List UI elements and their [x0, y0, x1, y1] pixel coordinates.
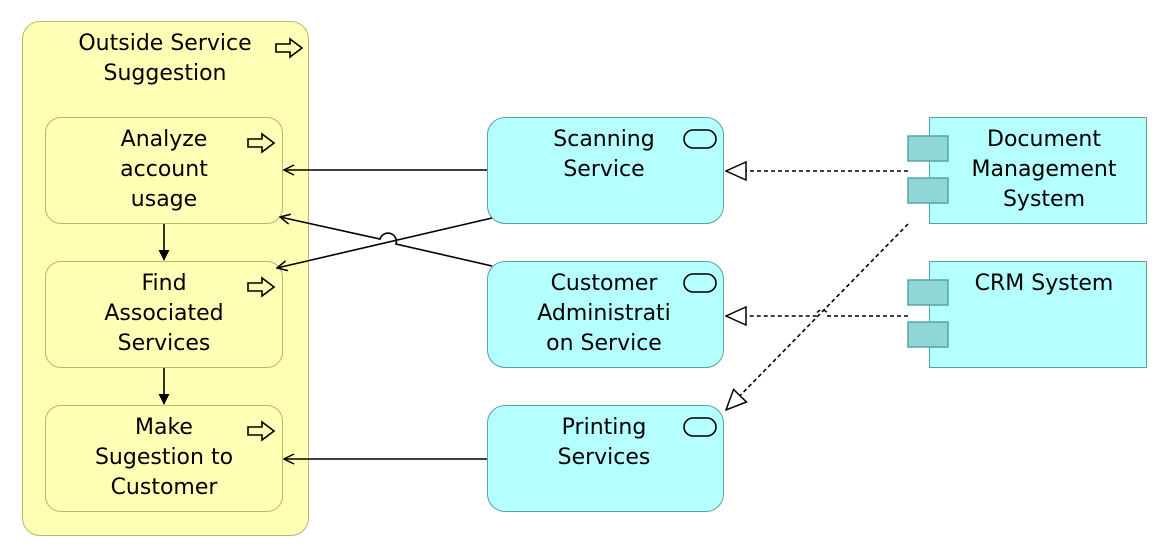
- process-icon-make: [247, 420, 276, 442]
- component-port-dms-top: [907, 135, 949, 162]
- component-crm-label-line-1: CRM System: [974, 271, 1114, 296]
- component-port-crm-top: [907, 279, 949, 306]
- process-analyze-label: Analyze account usage: [75, 125, 253, 215]
- realization-crm-to-customer-admin[interactable]: [726, 310, 908, 316]
- outer-process-label-line-2: Suggestion: [103, 61, 227, 86]
- process-find-label-line-2: Associated: [104, 301, 224, 326]
- process-icon-analyze: [247, 132, 276, 154]
- outer-process-label: Outside Service Suggestion: [60, 29, 270, 89]
- process-make-label-line-2: Sugestion to: [94, 445, 234, 470]
- service-icon-printing: [683, 417, 717, 437]
- service-icon-customer-admin: [683, 273, 717, 293]
- process-find-label-line-3: Services: [117, 331, 211, 356]
- service-customer-admin-label-line-2: Administrati: [537, 301, 671, 326]
- process-find-label: Find Associated Services: [75, 269, 253, 359]
- realization-dms-to-printing[interactable]: [726, 223, 909, 410]
- process-analyze-label-line-2: account: [120, 157, 208, 182]
- component-dms-label-line-3: System: [1002, 187, 1086, 212]
- process-analyze-account-usage[interactable]: [45, 117, 283, 224]
- process-icon-outer: [275, 37, 304, 59]
- process-make-label-line-3: Customer: [110, 475, 218, 500]
- process-analyze-label-line-3: usage: [130, 187, 198, 212]
- service-icon-scanning: [683, 129, 717, 149]
- serving-customer-admin-to-analyze[interactable]: [280, 217, 493, 267]
- service-scanning-label-line-1: Scanning: [553, 127, 655, 152]
- service-customer-admin-label-line-3: on Service: [546, 331, 662, 356]
- component-crm-system[interactable]: [929, 261, 1147, 368]
- outer-process-label-line-1: Outside Service: [78, 31, 252, 56]
- process-icon-find: [247, 276, 276, 298]
- service-printing-label: Printing Services: [505, 413, 703, 473]
- component-dms-label-line-1: Document: [987, 127, 1101, 152]
- process-make-label-line-1: Make: [135, 415, 193, 440]
- process-find-label-line-1: Find: [141, 271, 187, 296]
- serving-scanning-to-find[interactable]: [277, 217, 493, 268]
- service-customer-admin-label-line-1: Customer: [550, 271, 658, 296]
- service-scanning-label-line-2: Service: [563, 157, 645, 182]
- process-make-suggestion[interactable]: [45, 405, 283, 512]
- component-port-dms-bottom: [907, 177, 949, 204]
- component-document-management-system[interactable]: [929, 117, 1147, 224]
- component-port-crm-bottom: [907, 321, 949, 348]
- process-make-label: Make Sugestion to Customer: [75, 413, 253, 503]
- process-analyze-label-line-1: Analyze: [120, 127, 208, 152]
- component-dms-label-line-2: Management: [971, 157, 1117, 182]
- component-crm-label: CRM System: [948, 269, 1140, 299]
- component-dms-label: Document Management System: [948, 125, 1140, 215]
- service-printing-label-line-2: Services: [557, 445, 651, 470]
- service-customer-admin-label: Customer Administrati on Service: [505, 269, 703, 359]
- service-printing-label-line-1: Printing: [561, 415, 647, 440]
- service-scanning-label: Scanning Service: [505, 125, 703, 185]
- process-find-associated-services[interactable]: [45, 261, 283, 368]
